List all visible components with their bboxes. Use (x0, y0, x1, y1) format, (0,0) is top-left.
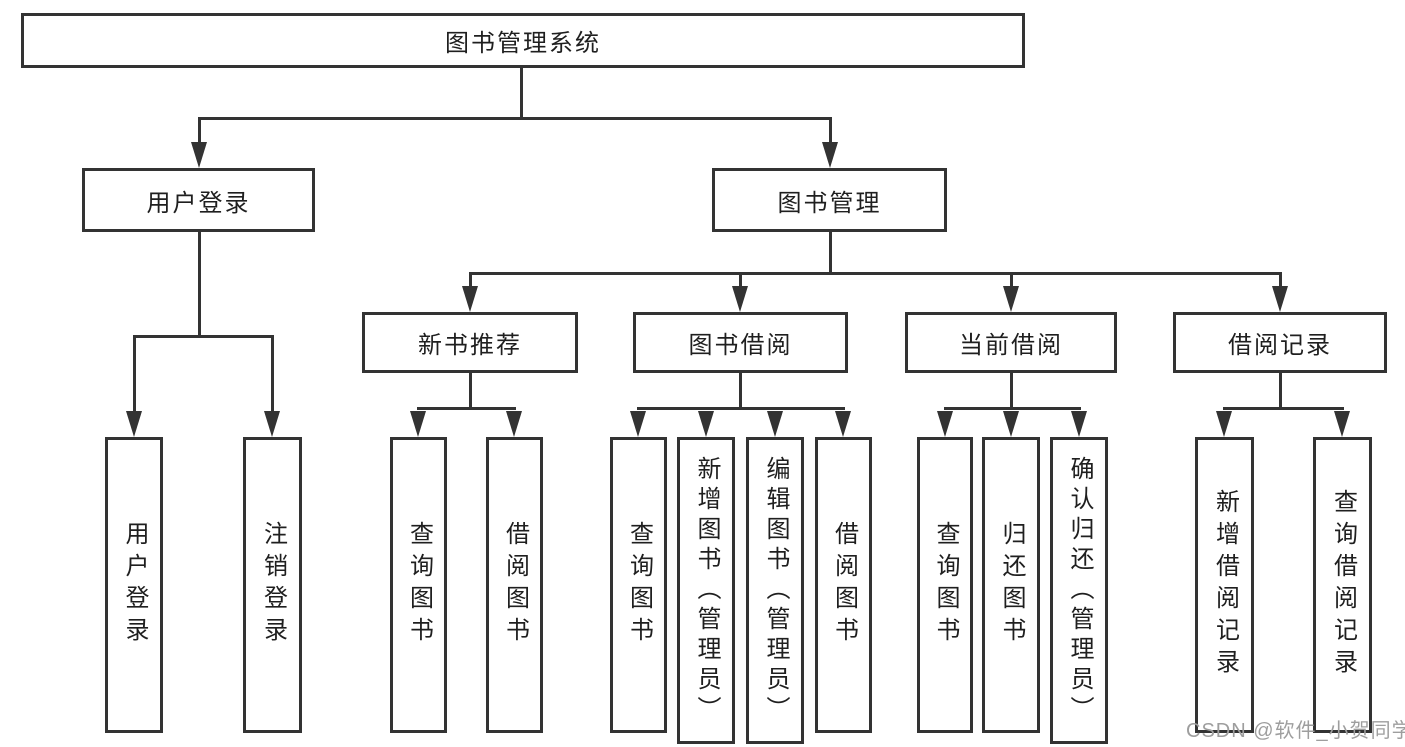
leaf-return-book-label: 归还图书 (998, 521, 1025, 649)
leaf-return-book: 归还图书 (982, 437, 1040, 733)
node-book-borrow-label: 图书借阅 (688, 332, 793, 359)
connector-line (520, 68, 523, 118)
leaf-add-book-admin: 新增图书（管理员） (677, 437, 735, 744)
leaf-borrow-book-2: 借阅图书 (815, 437, 872, 733)
leaf-borrow-book-2-label: 借阅图书 (830, 521, 858, 649)
arrow-down-icon (264, 411, 280, 437)
leaf-user-login: 用户登录 (105, 437, 163, 733)
node-borrow-records-label: 借阅记录 (1228, 332, 1332, 359)
connector-line (1010, 373, 1013, 408)
connector-line (198, 117, 201, 144)
leaf-query-borrow-record-label: 查询借阅记录 (1329, 489, 1357, 681)
node-book-borrow: 图书借阅 (633, 312, 848, 373)
arrow-down-icon (462, 286, 478, 312)
connector-line (417, 407, 516, 410)
arrow-down-icon (506, 411, 522, 437)
arrow-down-icon (410, 411, 426, 437)
connector-line (1279, 373, 1282, 408)
connector-line (1279, 272, 1282, 287)
connector-line (469, 272, 1282, 275)
connector-line (469, 272, 472, 287)
node-user-login-label: 用户登录 (146, 189, 251, 217)
arrow-down-icon (937, 411, 953, 437)
arrow-down-icon (1272, 286, 1288, 312)
leaf-edit-book-admin-label: 编辑图书（管理员） (762, 455, 789, 726)
leaf-borrow-book-1-label: 借阅图书 (501, 521, 529, 649)
node-user-login: 用户登录 (82, 168, 315, 232)
leaf-user-login-label: 用户登录 (121, 521, 148, 649)
leaf-query-book-2-label: 查询图书 (625, 521, 653, 649)
node-current-borrow-label: 当前借阅 (959, 332, 1063, 359)
connector-line (944, 407, 1081, 410)
leaf-add-borrow-record: 新增借阅记录 (1195, 437, 1254, 733)
csdn-watermark: CSDN @软件_小贺同学 (1186, 720, 1405, 742)
arrow-down-icon (1071, 411, 1087, 437)
leaf-borrow-book-1: 借阅图书 (486, 437, 543, 733)
arrow-down-icon (1216, 411, 1232, 437)
node-book-mgmt: 图书管理 (712, 168, 947, 232)
node-borrow-records: 借阅记录 (1173, 312, 1387, 373)
leaf-query-book-1: 查询图书 (390, 437, 447, 733)
arrow-down-icon (732, 286, 748, 312)
leaf-logout: 注销登录 (243, 437, 302, 733)
arrow-down-icon (1334, 411, 1350, 437)
arrow-down-icon (191, 142, 207, 168)
node-new-book-rec: 新书推荐 (362, 312, 578, 373)
node-root-label: 图书管理系统 (445, 30, 601, 57)
node-new-book-rec-label: 新书推荐 (418, 332, 522, 359)
node-root: 图书管理系统 (21, 13, 1025, 68)
leaf-query-book-3: 查询图书 (917, 437, 973, 733)
leaf-query-book-1-label: 查询图书 (405, 521, 433, 649)
connector-line (1223, 407, 1344, 410)
connector-line (198, 232, 201, 336)
connector-line (739, 373, 742, 408)
connector-line (829, 232, 832, 273)
connector-line (271, 335, 274, 412)
connector-line (829, 117, 832, 144)
arrow-down-icon (126, 411, 142, 437)
leaf-confirm-return-admin-label: 确认归还（管理员） (1066, 455, 1093, 726)
connector-line (1010, 272, 1013, 287)
connector-line (133, 335, 274, 338)
connector-line (637, 407, 845, 410)
node-current-borrow: 当前借阅 (905, 312, 1117, 373)
leaf-logout-label: 注销登录 (259, 521, 287, 649)
leaf-edit-book-admin: 编辑图书（管理员） (746, 437, 804, 744)
arrow-down-icon (1003, 286, 1019, 312)
leaf-query-book-2: 查询图书 (610, 437, 667, 733)
connector-line (469, 373, 472, 408)
leaf-query-book-3-label: 查询图书 (932, 521, 959, 649)
arrow-down-icon (698, 411, 714, 437)
arrow-down-icon (1003, 411, 1019, 437)
leaf-confirm-return-admin: 确认归还（管理员） (1050, 437, 1108, 744)
arrow-down-icon (767, 411, 783, 437)
arrow-down-icon (835, 411, 851, 437)
node-book-mgmt-label: 图书管理 (777, 189, 882, 217)
leaf-add-borrow-record-label: 新增借阅记录 (1211, 489, 1239, 681)
arrow-down-icon (630, 411, 646, 437)
leaf-query-borrow-record: 查询借阅记录 (1313, 437, 1372, 733)
leaf-add-book-admin-label: 新增图书（管理员） (693, 455, 720, 726)
arrow-down-icon (822, 142, 838, 168)
connector-line (133, 335, 136, 412)
connector-line (739, 272, 742, 287)
connector-line (198, 117, 831, 120)
